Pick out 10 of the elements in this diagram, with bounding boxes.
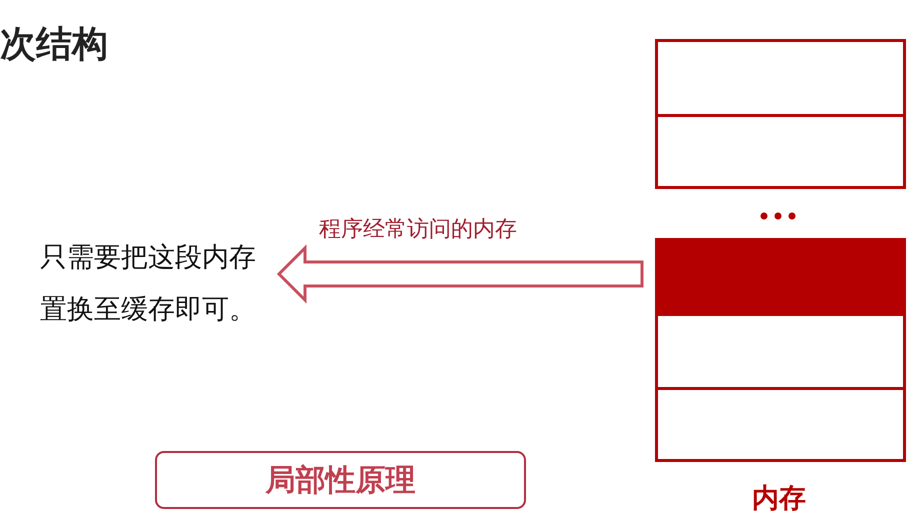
memory-cell (655, 114, 906, 189)
heading: 次结构 (0, 23, 108, 67)
principle-box: 局部性原理 (155, 451, 526, 509)
memory-label: 内存 (752, 482, 806, 516)
note-text: 只需要把这段内存置换至缓存即可。 (40, 232, 266, 342)
block-arrow (276, 244, 644, 304)
memory-cell (655, 313, 906, 390)
memory-cell (655, 387, 906, 462)
memory-cell (655, 39, 906, 117)
highlighted-memory-cell (655, 238, 906, 316)
